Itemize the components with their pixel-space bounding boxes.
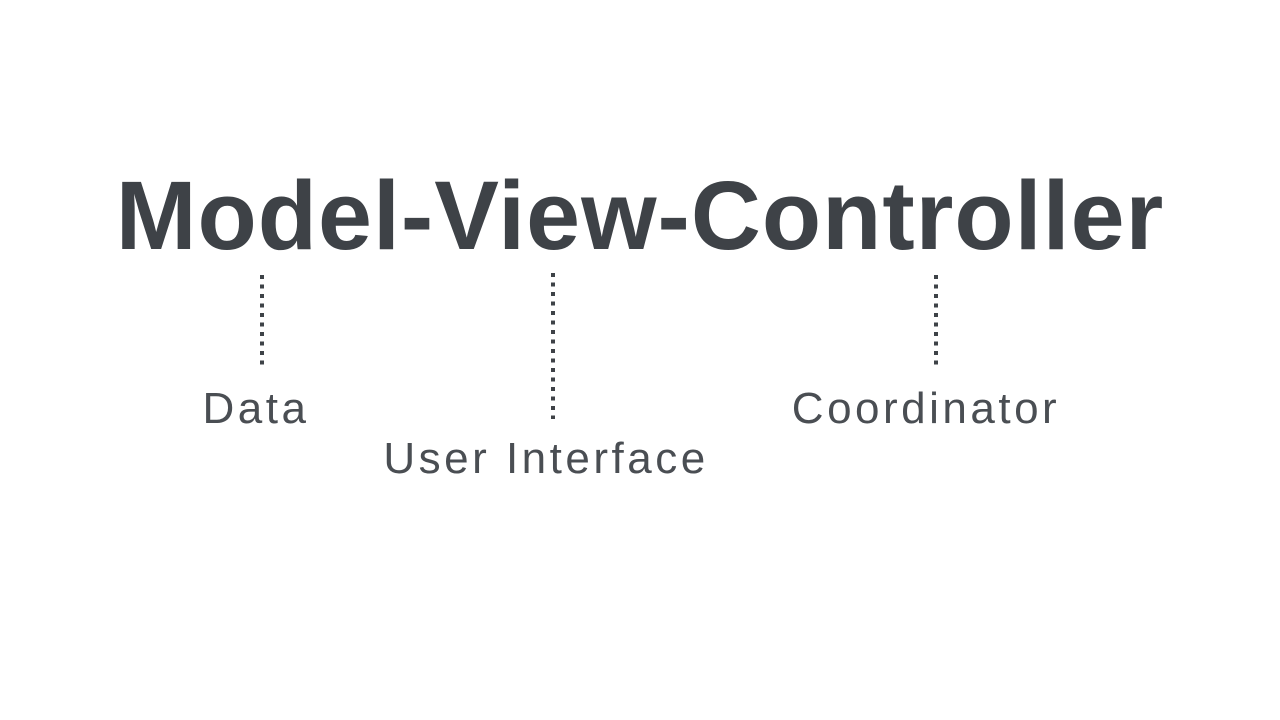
annotation-label-controller: Coordinator bbox=[791, 384, 1061, 433]
diagram-title: Model-View-Controller bbox=[115, 161, 1165, 270]
connector-line-view bbox=[551, 273, 555, 419]
annotation-label-model: Data bbox=[202, 384, 310, 433]
annotation-label-view: User Interface bbox=[383, 434, 709, 483]
connector-line-model bbox=[260, 275, 264, 370]
connector-line-controller bbox=[934, 275, 938, 370]
